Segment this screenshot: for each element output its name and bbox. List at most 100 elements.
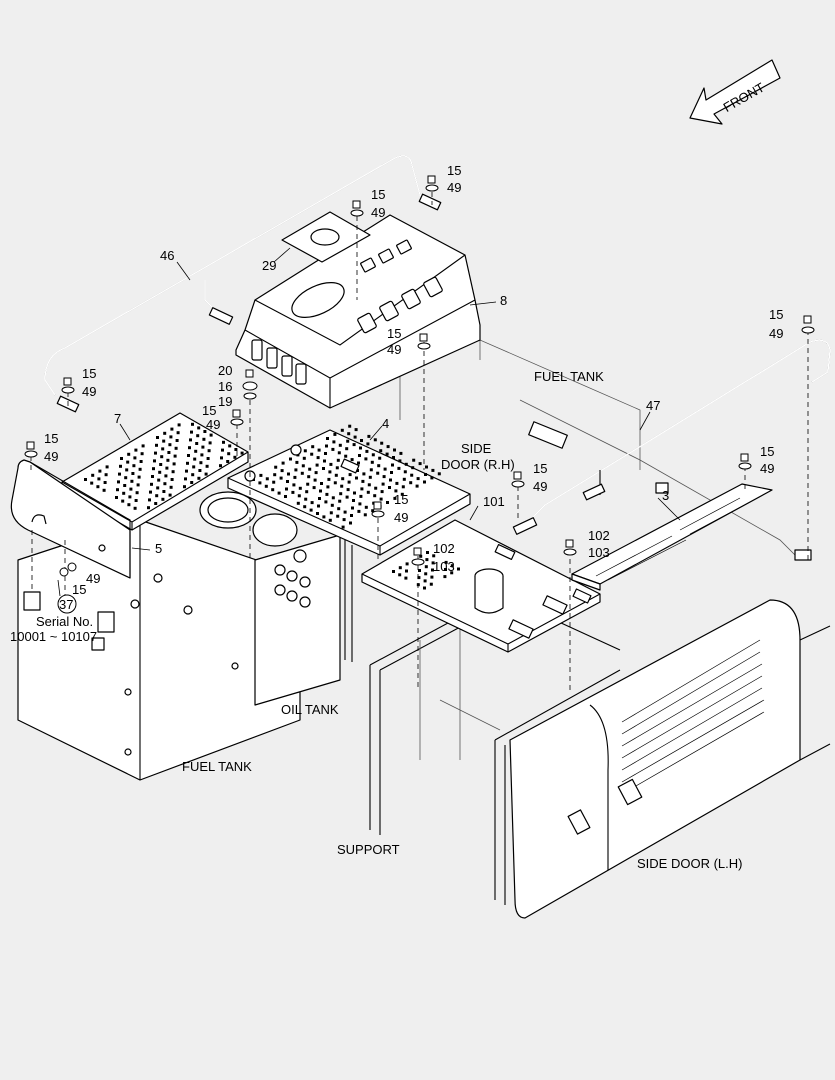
perforation [346,488,350,492]
perforation [386,445,390,449]
perforation [258,481,262,485]
perforation [380,490,384,494]
perforation [345,447,349,451]
perforation [337,507,341,511]
perforation [207,449,211,453]
bolt-icon [801,315,815,334]
perforation [170,478,174,481]
perforation [189,438,192,442]
perforation [158,470,162,474]
perforation [317,504,320,508]
perforation [410,473,414,477]
perforation [310,501,314,505]
perforation [91,473,95,477]
perforation [190,481,194,484]
perforation [398,573,402,577]
fuel-tank-upper [399,339,812,561]
perforation [205,464,209,468]
perforation [259,473,263,477]
perforation [162,490,166,493]
perforation [351,506,354,510]
callout: 47 [646,398,660,413]
perforation [346,439,350,443]
perforation [265,477,269,481]
perforation [378,456,382,460]
perforation [161,497,165,501]
perforation [141,444,145,448]
bolt-icon [242,369,258,400]
perforation [186,461,189,465]
perforation [228,444,232,448]
leader-lines [57,247,681,597]
perforation [161,447,165,451]
callout: 103 [588,545,610,560]
perforation [194,449,198,453]
perforation [311,445,315,449]
perforation [415,484,419,488]
perforated-plate-4 [227,424,471,556]
perforation [201,445,205,449]
perforation [138,467,142,471]
perforation [345,495,349,499]
perforation [169,485,173,489]
perforation [360,487,364,491]
perforation [423,579,427,583]
perforation [171,470,175,474]
perforation [310,452,314,456]
perforation [175,439,179,442]
perforation [328,470,332,474]
callout: 16 [218,379,232,394]
perforation [331,496,335,500]
callout: 102 [588,528,610,543]
bolt-icon [59,562,77,577]
fuel-tank-lower [17,491,341,781]
callout: 8 [500,293,507,308]
handrail-47 [512,339,831,535]
perforation [457,567,460,571]
perforation [359,494,363,498]
perforation [196,434,200,438]
perforation [339,492,343,496]
callout: 15 [82,366,96,381]
perforation [318,497,321,500]
perforation [328,518,332,522]
perforation [168,493,172,497]
bolt-icon [411,547,425,566]
perforation [423,480,426,484]
perforation [425,558,429,562]
perforation [450,564,454,568]
perforation [329,511,333,515]
perforation [167,451,171,454]
perforation [338,443,342,447]
perforation [347,480,351,484]
perforation [354,428,358,432]
perforation [147,506,150,510]
side-door-lh [509,599,831,919]
perforation [140,452,144,456]
perforation [316,512,319,515]
support-frame [344,540,621,905]
perforation [157,478,161,482]
perforation [129,487,133,491]
perforation [360,439,363,442]
tank-fittings [124,549,311,756]
perforation [444,560,448,564]
perforation [412,458,416,462]
callout: 49 [387,342,401,357]
perforation [168,443,172,447]
perforation [356,469,359,472]
callout: 15 [447,163,461,178]
perforation [308,467,312,471]
perforation [371,453,375,457]
perforation [322,467,325,470]
perforation [226,460,230,463]
perforation [400,492,404,496]
perforation [370,460,374,464]
callout-numbers: 15 49 15 49 29 46 8 15 49 15 49 20 16 19… [44,163,783,612]
perforation [174,446,178,450]
perforation [191,473,195,477]
side-door-lh-label: SIDE DOOR (L.H) [637,856,742,871]
perforation [366,490,370,494]
perforation [170,427,174,431]
perforation [426,551,429,554]
